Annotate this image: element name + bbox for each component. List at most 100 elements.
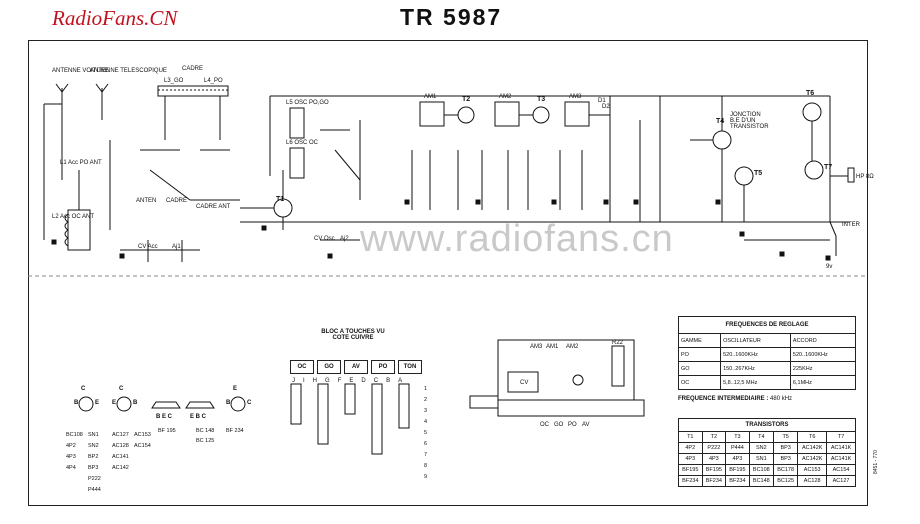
fi-label: FREQUENCE INTERMEDIAIRE : [678, 396, 769, 402]
pinout1-e: E [95, 400, 100, 406]
t3-label: T3 [537, 96, 546, 103]
pinout5-b: B [226, 400, 231, 406]
pinout5-c: C [247, 400, 252, 406]
key-pin-letters: JIHGFEDCBA [292, 378, 411, 384]
table-cell: BC148 [748, 475, 775, 487]
key-go: GO [317, 360, 341, 374]
table-cell: AC127 [826, 475, 856, 487]
table-cell: BP3 [772, 453, 799, 465]
antenna-telescopic-label: ANTENNE TELESCOPIQUE [90, 68, 167, 74]
table-cell: BF195 [701, 464, 727, 476]
table-cell: SN2 [748, 442, 775, 454]
table-cell: BP3 [772, 442, 799, 454]
pinout-bc125: BC 125 [196, 438, 215, 444]
board-oc: OC [540, 422, 549, 428]
pinout2-c: C [119, 386, 124, 392]
trans-col: T1 [678, 431, 703, 443]
board-cv: CV [520, 380, 529, 386]
table-cell: AC153 [797, 464, 828, 476]
board-go: GO [554, 422, 564, 428]
am1-label: AM1 [424, 94, 437, 100]
key-oc: OC [290, 360, 314, 374]
pinout1-b: B [74, 400, 79, 406]
table-row: 4P2 P222 P444 SN2 BP3 AC142K AC141K [678, 442, 856, 454]
supply-label: 9v [826, 264, 833, 270]
cadre-ant-label: CADRE ANT [196, 204, 231, 210]
table-cell: 4P3 [701, 453, 727, 465]
cv-acc-label: CV Acc [138, 244, 158, 250]
table-cell: 4P2 [678, 442, 703, 454]
pinout2-b: B [133, 400, 138, 406]
table-cell: BF234 [701, 475, 727, 487]
table-row: BF234 BF234 BF234 BC148 BC125 AC128 AC12… [678, 475, 856, 487]
pinout-bc148: BC 148 [196, 428, 215, 434]
d2-label: D2 [602, 104, 610, 110]
freq-col-osc: OSCILLATEUR [720, 333, 791, 348]
trans-col: T3 [725, 431, 750, 443]
board-am1: AM1 [546, 344, 559, 350]
trans-col: T4 [748, 431, 775, 443]
table-cell: P222 [701, 442, 727, 454]
table-cell: SN1 [748, 453, 775, 465]
table-cell: BF195 [678, 464, 703, 476]
fi-value: 480 kHz [770, 396, 793, 402]
l4-po-label: L4_PO [204, 78, 223, 84]
key-ton: TON [398, 360, 422, 374]
schematic-frame [28, 40, 868, 506]
table-cell: BC178 [772, 464, 799, 476]
table-cell: 6,1MHz [789, 375, 857, 390]
pinout-bf234: BF 234 [226, 428, 244, 434]
brand-logo: RadioFans.CN [52, 6, 178, 30]
table-cell: 225KHz [789, 361, 857, 376]
inter-label: INTER [842, 222, 860, 228]
table-row: 4P3 4P3 4P3 SN1 BP3 AC142K AC141K [678, 453, 856, 465]
table-cell: BC125 [772, 475, 799, 487]
freq-col-accord: ACCORD [789, 333, 857, 348]
board-po: PO [568, 422, 577, 428]
table-cell: 520..1600KHz [720, 347, 791, 362]
cadre-label: CADRE [182, 66, 204, 72]
watermark: www.radiofans.cn [360, 218, 674, 260]
t1-label: T1 [276, 196, 285, 203]
frequency-title: FREQUENCES DE REGLAGE [678, 316, 856, 334]
pinout-ebc: E B C [190, 414, 207, 420]
pinout5-e: E [233, 386, 238, 392]
table-row: PO 520..1600KHz 520..1600KHz [677, 347, 857, 362]
d1-label: D1 [598, 98, 606, 104]
footer-ref: 8451 - 770 [873, 450, 879, 474]
t4-label: T4 [716, 118, 725, 125]
trans-col: T7 [826, 431, 856, 443]
pinout-bf195: BF 195 [158, 428, 176, 434]
am2-label: AM2 [499, 94, 512, 100]
table-cell: 4P3 [678, 453, 703, 465]
trans-col: T6 [797, 431, 828, 443]
pinout2-e: E [112, 400, 117, 406]
table-cell: BF195 [725, 464, 750, 476]
bloc-title: BLOC A TOUCHES VU COTE CUIVRE [321, 329, 385, 341]
table-cell: AC141K [826, 453, 856, 465]
table-row: BF195 BF195 BF195 BC108 BC178 AC153 AC15… [678, 464, 856, 476]
freq-col-gamme: GAMME [677, 333, 722, 348]
model-title: TR 5987 [400, 4, 503, 30]
trans-col: T2 [701, 431, 727, 443]
table-cell: 150..267KHz [720, 361, 791, 376]
l1-acc-label: L1 Acc PO ANT [60, 160, 102, 166]
table-cell: P444 [725, 442, 750, 454]
table-cell: GO [677, 361, 722, 376]
l6-osc-label: L6 OSC OC [286, 140, 319, 146]
l2-acc-label: L2 Acc OC ANT [52, 214, 95, 220]
table-cell: PO [677, 347, 722, 362]
table-cell: OC [677, 375, 722, 390]
trans-col: T5 [772, 431, 799, 443]
table-cell: AC141K [826, 442, 856, 454]
aj2-label: Aj2 [340, 236, 349, 242]
l3-go-label: L3_GO [164, 78, 184, 84]
